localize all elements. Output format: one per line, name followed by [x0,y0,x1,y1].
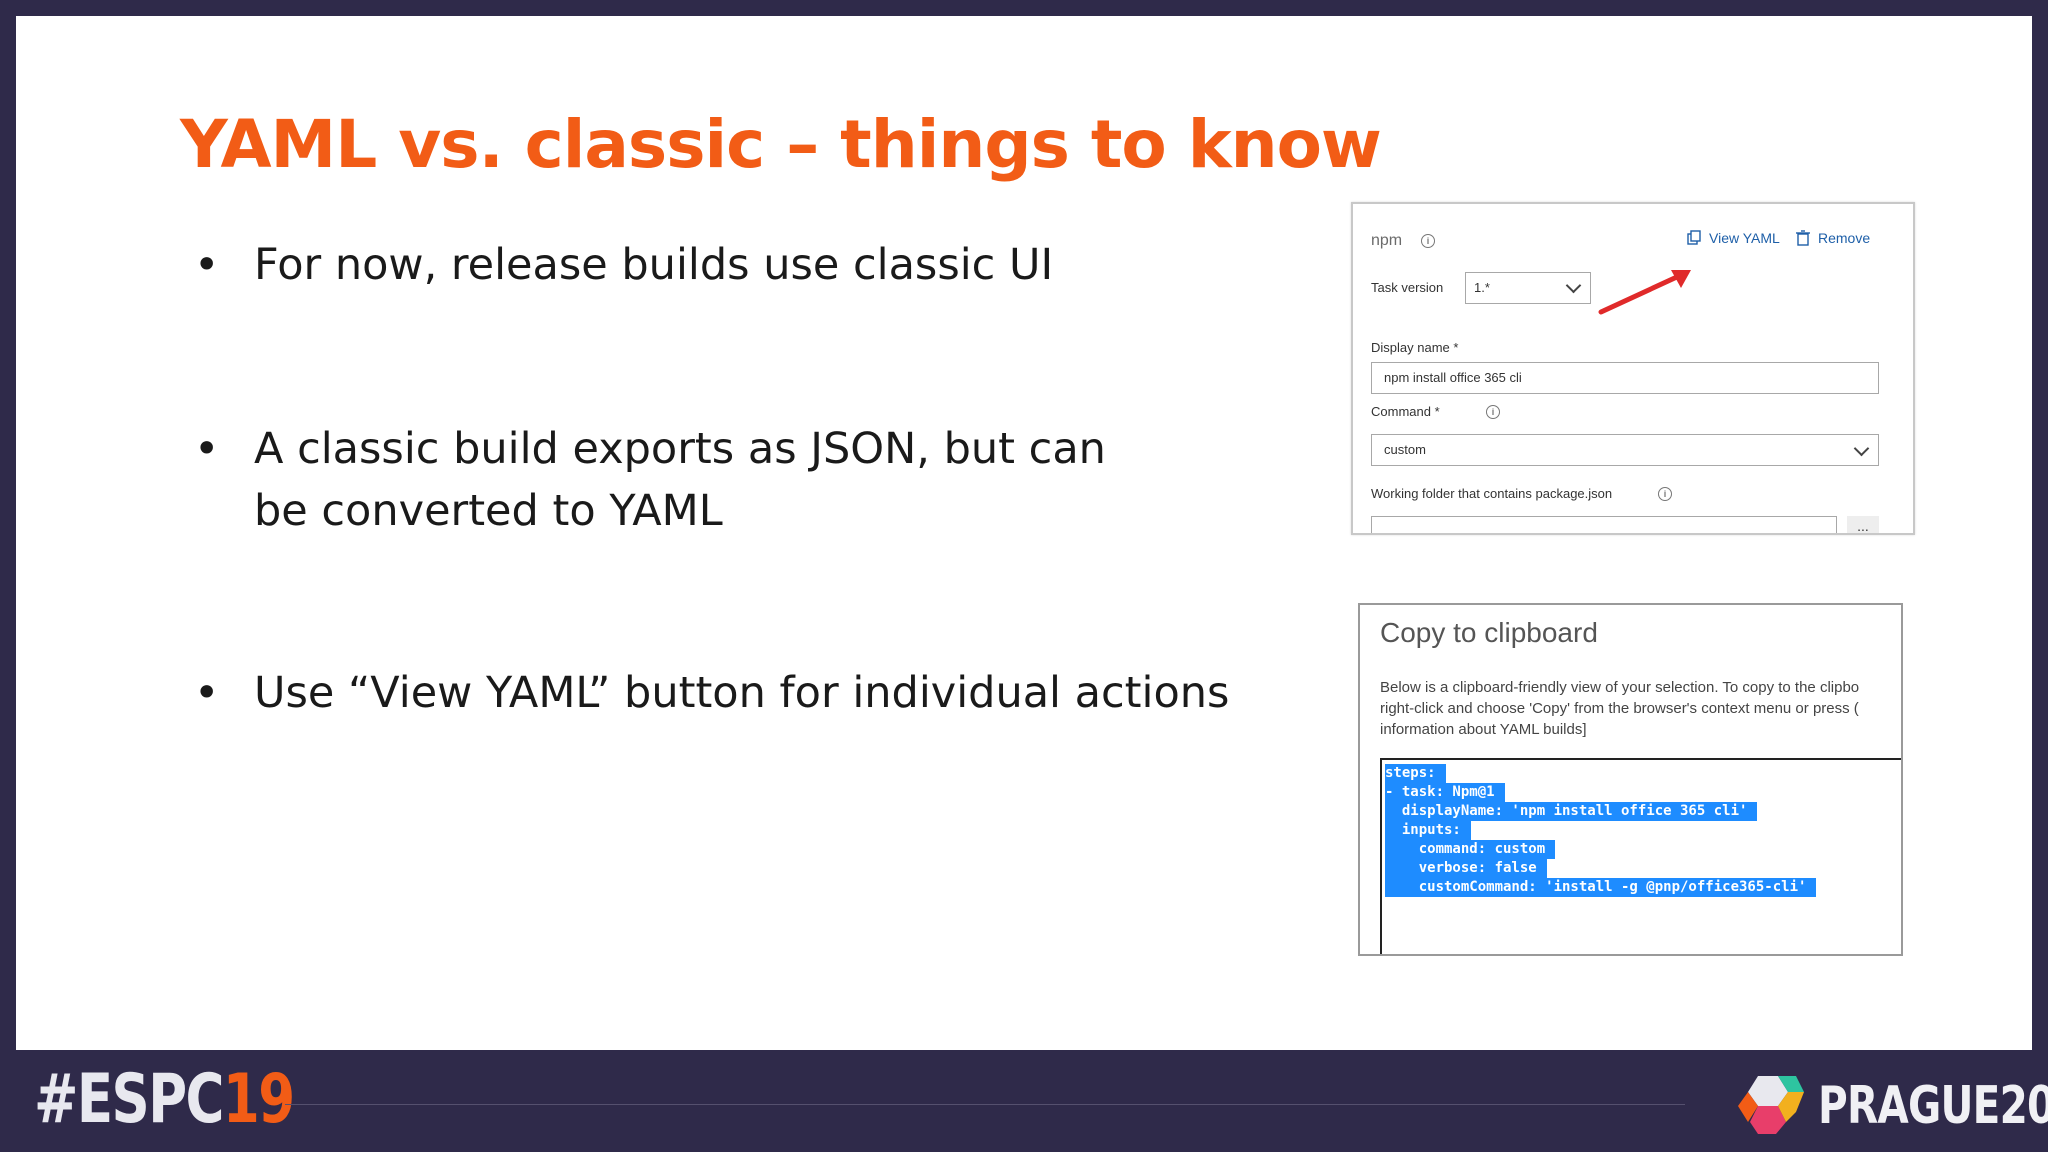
command-label: Command * [1371,404,1440,419]
browse-button[interactable]: ... [1847,516,1879,533]
footer-divider [285,1104,1685,1105]
code-line: inputs: [1385,821,1471,840]
red-arrow [1598,270,1691,315]
view-yaml-label: View YAML [1709,230,1780,246]
code-line: displayName: 'npm install office 365 cli… [1385,802,1758,821]
description-line: right-click and choose 'Copy' from the b… [1380,700,1859,717]
display-name-input[interactable]: npm install office 365 cli [1371,362,1879,394]
trash-icon [1796,230,1810,246]
hashtag-main: #ESPC [34,1060,224,1139]
working-folder-label: Working folder that contains package.jso… [1371,486,1613,501]
remove-button[interactable]: Remove [1796,228,1896,250]
yaml-code-textarea[interactable]: steps: - task: Npm@1 displayName: 'npm i… [1380,758,1901,954]
info-icon[interactable]: i [1421,234,1435,248]
info-icon[interactable]: i [1486,405,1500,419]
dialog-description: Below is a clipboard-friendly view of yo… [1380,677,1901,740]
bullet-text: For now, release builds use classic UI [254,240,1054,290]
task-version-select[interactable]: 1.* [1465,272,1591,304]
clipboard-dialog: Copy to clipboard Below is a clipboard-f… [1358,603,1903,956]
espc-logo-icon [1738,1076,1804,1134]
task-version-label: Task version [1371,280,1444,295]
code-line: command: custom [1385,840,1556,859]
command-select[interactable]: custom [1371,434,1879,466]
copy-icon [1687,230,1701,245]
task-name: npm [1371,232,1403,249]
display-name-label: Display name * [1371,340,1459,355]
code-line: verbose: false [1385,859,1547,878]
task-config-panel: npm i View YAML Remove Task version 1.* [1351,202,1915,535]
slide-title: YAML vs. classic – things to know [180,106,1382,183]
code-line: - task: Npm@1 [1385,783,1505,802]
chevron-down-icon [1853,440,1870,457]
bullet-dot: • [194,240,220,290]
remove-label: Remove [1818,230,1871,246]
view-yaml-button[interactable]: View YAML [1687,228,1787,250]
chevron-down-icon [1565,277,1582,294]
bullet-dot: • [194,424,220,474]
description-line: Below is a clipboard-friendly view of yo… [1380,679,1860,696]
info-icon[interactable]: i [1658,487,1672,501]
task-version-value: 1.* [1474,280,1490,295]
event-hashtag: #ESPC19 [34,1060,295,1139]
code-line: customCommand: 'install -g @pnp/office36… [1385,878,1817,897]
description-line: information about YAML builds] [1380,721,1587,738]
dialog-title: Copy to clipboard [1380,617,1598,648]
code-line: steps: [1385,764,1446,783]
city-main: PRAGUE20 [1818,1076,2048,1136]
event-city: PRAGUE2019 [1818,1076,2048,1136]
command-value: custom [1384,442,1426,457]
slide: YAML vs. classic – things to know • For … [16,16,2032,1050]
bullet-text: Use “View YAML” button for individual ac… [254,668,1230,718]
bullet-text: A classic build exports as JSON, but can… [254,424,1106,536]
working-folder-input[interactable] [1371,516,1837,533]
hashtag-year: 19 [222,1060,295,1139]
bullet-dot: • [194,668,220,718]
